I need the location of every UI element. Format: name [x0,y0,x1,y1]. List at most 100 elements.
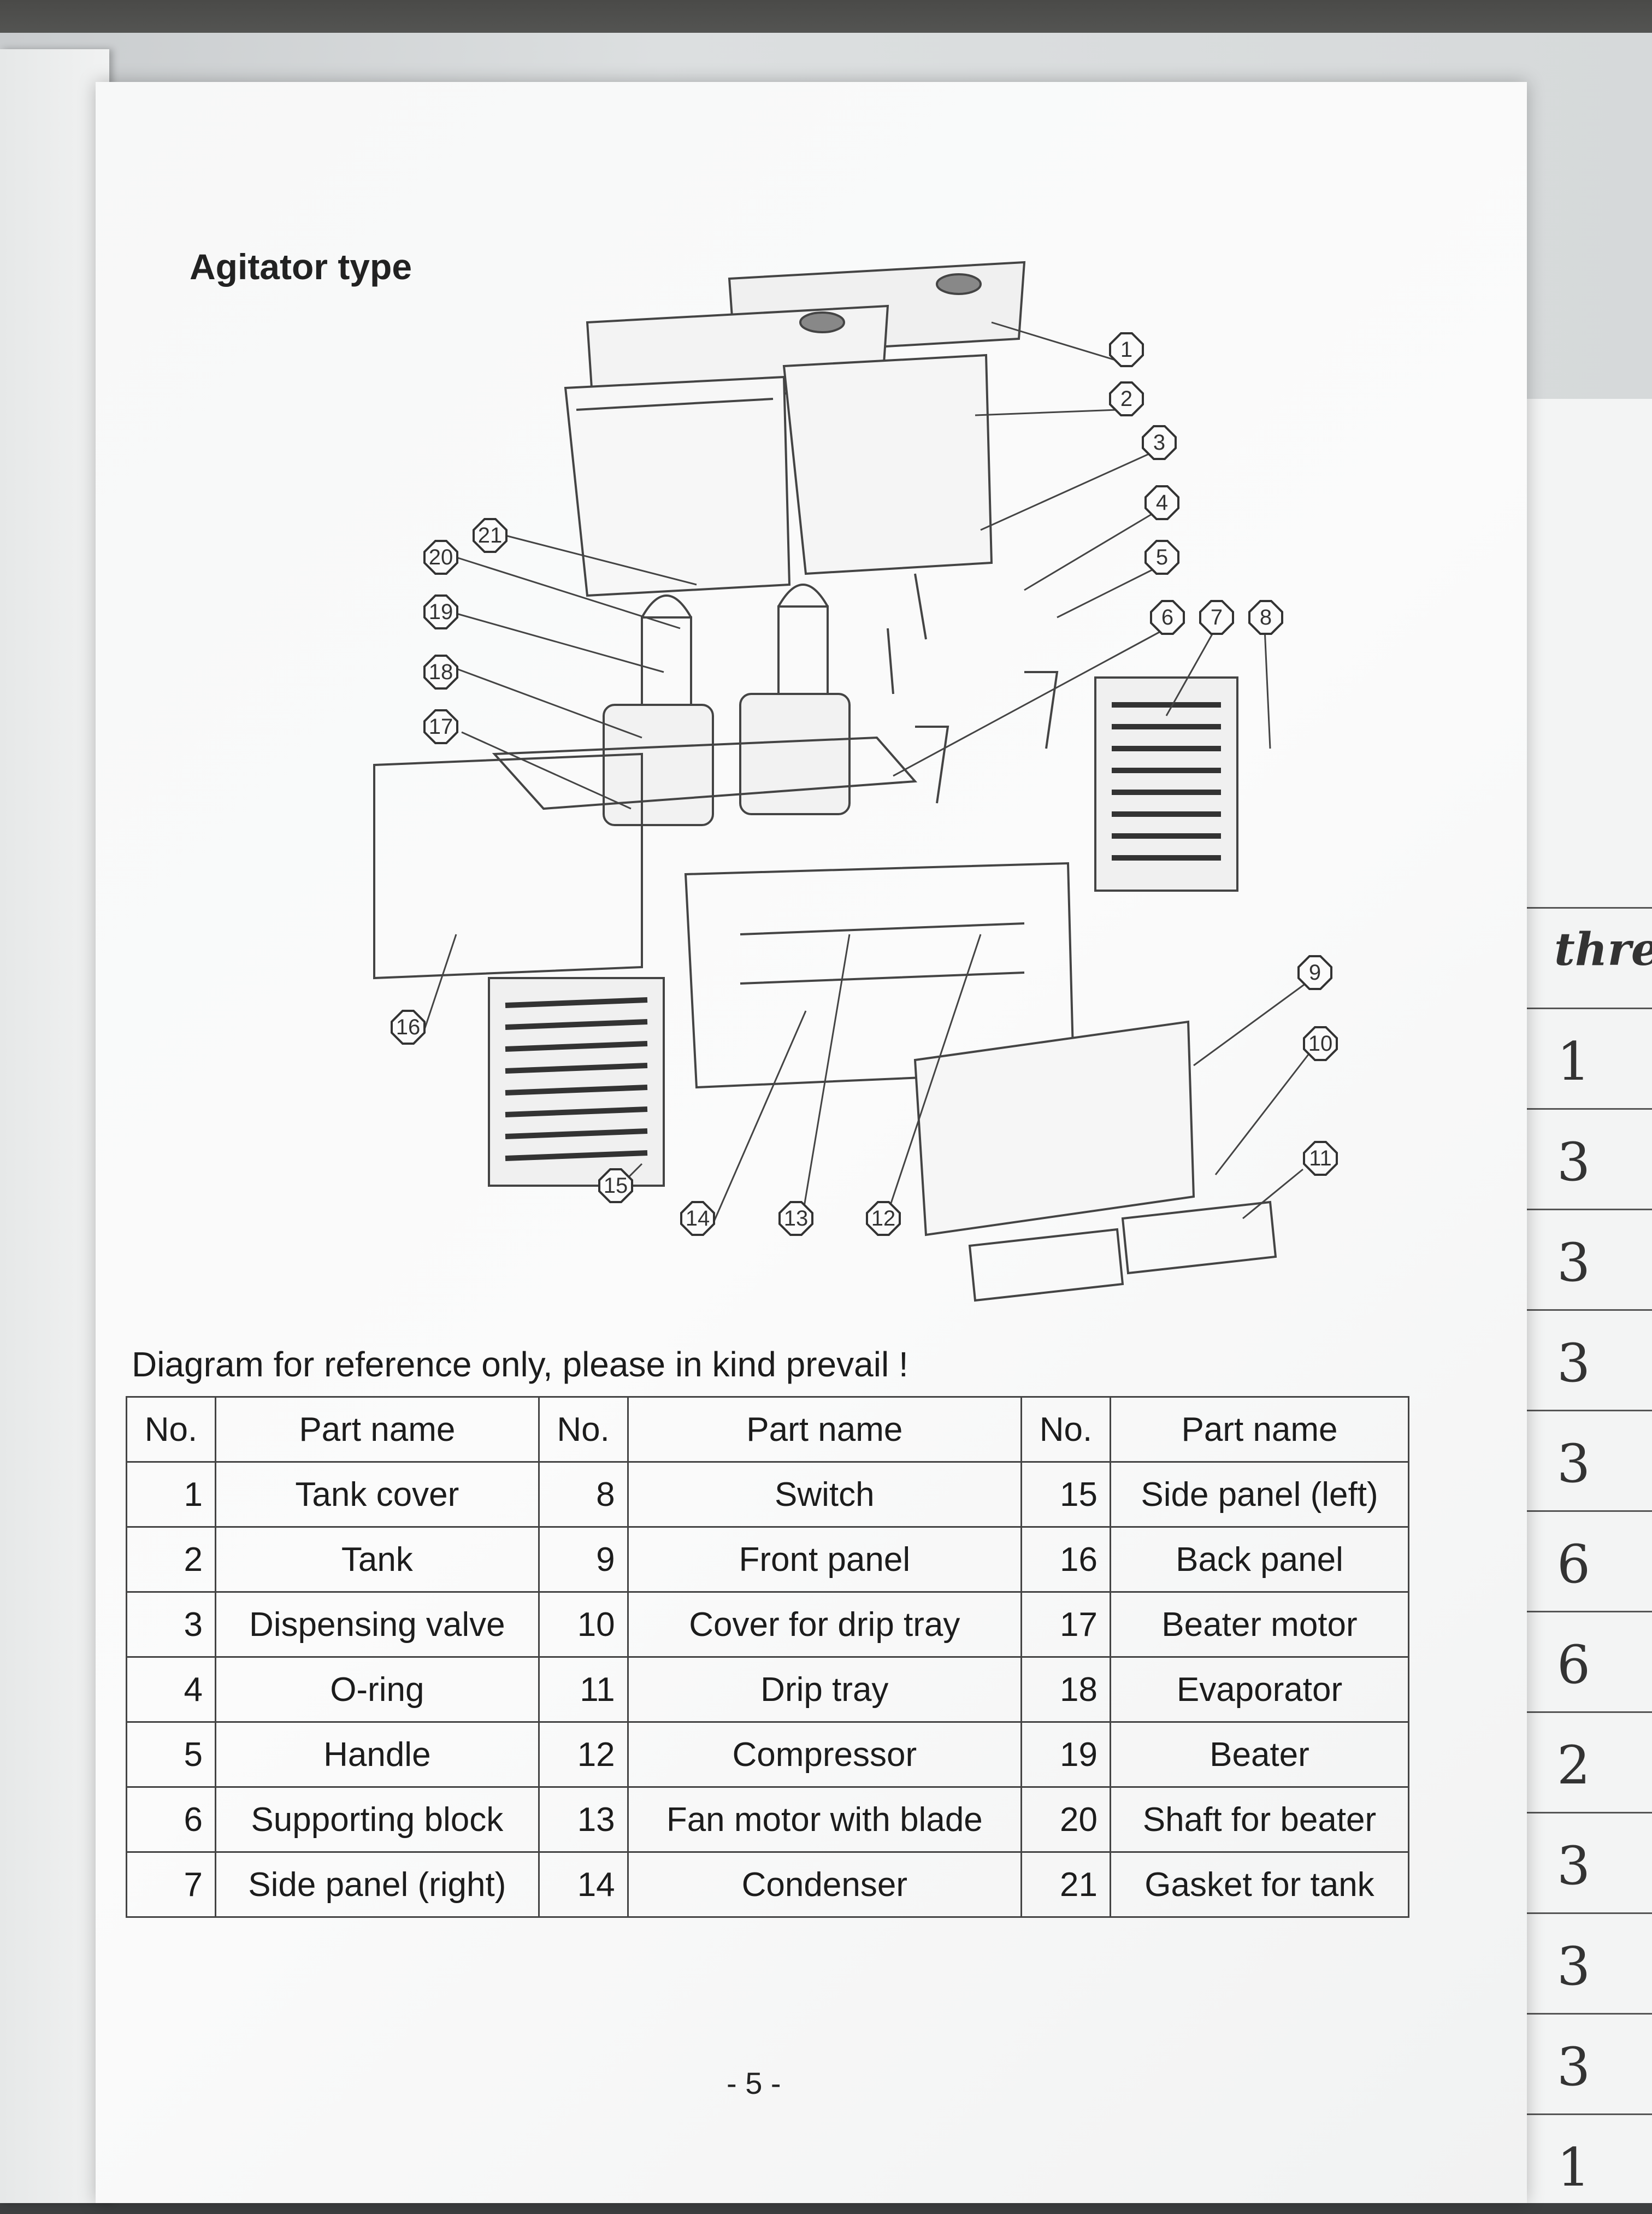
part-name-cell: Supporting block [215,1786,540,1853]
svg-text:13: 13 [784,1206,809,1230]
svg-text:20: 20 [429,545,453,569]
reference-note: Diagram for reference only, please in ki… [132,1345,908,1384]
side-sheet-cell: 3 [1524,2013,1652,2113]
side-sheet-value: 3 [1557,1936,1591,1997]
side-sheet-value: 1 [1557,1031,1591,1092]
column-header: No. [1020,1396,1111,1463]
side-sheet-header-cell [1524,907,1652,1008]
part-name-cell: Compressor [627,1721,1022,1788]
side-sheet-value: 3 [1557,1835,1591,1897]
side-sheet-cell: 3 [1524,1309,1652,1410]
underlying-sheet [1508,399,1652,2203]
callout-5: 5 [1144,540,1179,575]
side-sheet-cell: 1 [1524,1008,1652,1108]
svg-text:1: 1 [1120,338,1132,362]
side-sheet-cell: 3 [1524,1108,1652,1209]
callout-4: 4 [1144,485,1179,520]
svg-text:2: 2 [1120,387,1132,411]
part-name-cell: Beater motor [1109,1591,1410,1658]
side-sheet-cell: 3 [1524,1209,1652,1309]
previous-page-edge [0,49,109,2203]
part-number-cell: 2 [126,1526,216,1593]
side-sheet-value: 6 [1557,1534,1591,1595]
part-name-cell: Condenser [627,1851,1022,1918]
part-name-cell: Shaft for beater [1109,1786,1410,1853]
part-callouts: 1 2 3 4 5 6 7 8 9 10 11 12 13 14 15 16 1… [391,332,1338,1236]
svg-text:16: 16 [396,1015,421,1039]
part-number-cell: 20 [1020,1786,1111,1853]
part-number-cell: 11 [538,1656,629,1723]
svg-text:17: 17 [429,715,453,739]
part-name-cell: Cover for drip tray [627,1591,1022,1658]
part-number-cell: 7 [126,1851,216,1918]
part-name-cell: Evaporator [1109,1656,1410,1723]
part-number-cell: 10 [538,1591,629,1658]
column-header: No. [126,1396,216,1463]
callout-9: 9 [1297,955,1332,990]
side-sheet-cell: 2 [1524,1711,1652,1812]
part-number-cell: 19 [1020,1721,1111,1788]
svg-text:5: 5 [1156,545,1168,569]
part-number-cell: 18 [1020,1656,1111,1723]
side-sheet-cell: 6 [1524,1510,1652,1611]
part-name-cell: Fan motor with blade [627,1786,1022,1853]
part-name-cell: Tank cover [215,1461,540,1528]
svg-text:18: 18 [429,660,453,684]
column-header: Part name [1109,1396,1410,1463]
callout-19: 19 [423,594,458,629]
callout-14: 14 [680,1201,715,1236]
part-name-cell: Beater [1109,1721,1410,1788]
part-name-cell: Side panel (right) [215,1851,540,1918]
column-header: Part name [627,1396,1022,1463]
side-sheet-cell: 6 [1524,1611,1652,1711]
svg-text:14: 14 [686,1206,710,1230]
callout-7: 7 [1199,600,1234,635]
side-sheet-cell: 3 [1524,1410,1652,1510]
part-number-cell: 1 [126,1461,216,1528]
part-number-cell: 6 [126,1786,216,1853]
part-number-cell: 17 [1020,1591,1111,1658]
svg-text:12: 12 [871,1206,896,1230]
callout-18: 18 [423,655,458,690]
svg-text:10: 10 [1308,1032,1333,1056]
part-number-cell: 5 [126,1721,216,1788]
column-header: No. [538,1396,629,1463]
manual-page: Agitator type [96,82,1527,2203]
callout-3: 3 [1142,425,1177,460]
part-number-cell: 12 [538,1721,629,1788]
callout-8: 8 [1248,600,1283,635]
svg-text:6: 6 [1161,605,1173,629]
part-name-cell: Switch [627,1461,1022,1528]
callout-16: 16 [391,1010,426,1045]
part-number-cell: 14 [538,1851,629,1918]
svg-text:9: 9 [1309,961,1321,985]
callout-1: 1 [1109,332,1144,367]
side-sheet-value: 3 [1557,2036,1591,2098]
part-number-cell: 9 [538,1526,629,1593]
column-header: Part name [215,1396,540,1463]
side-sheet-value: 3 [1557,1132,1591,1193]
callout-10: 10 [1303,1026,1338,1061]
part-number-cell: 16 [1020,1526,1111,1593]
side-sheet-value: 2 [1557,1735,1591,1796]
svg-text:4: 4 [1156,491,1168,515]
side-sheet-value: 3 [1557,1333,1591,1394]
part-number-cell: 21 [1020,1851,1111,1918]
side-sheet-value: 3 [1557,1232,1591,1293]
svg-text:15: 15 [604,1174,628,1198]
page-heading: Agitator type [190,246,412,287]
svg-text:19: 19 [429,600,453,624]
callout-11: 11 [1303,1141,1338,1176]
side-sheet-header: three [1554,923,1652,976]
svg-text:8: 8 [1260,605,1272,629]
machine-drawing [373,261,1277,1302]
callout-2: 2 [1109,381,1144,416]
part-name-cell: Back panel [1109,1526,1410,1593]
part-name-cell: Gasket for tank [1109,1851,1410,1918]
table-header-row: No. Part name No. Part name No. Part nam… [126,1396,1410,1463]
